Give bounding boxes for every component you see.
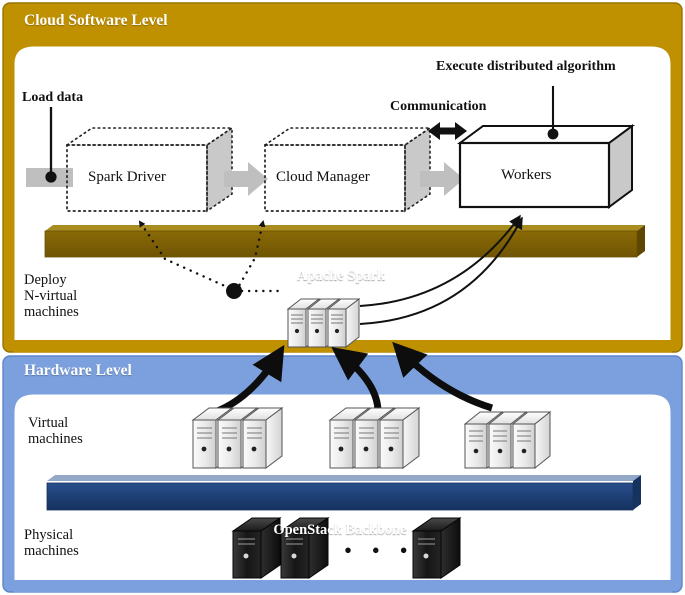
physical-machine [231,517,282,579]
openstack-bar [46,475,641,511]
spark-driver-label: Spark Driver [88,169,166,185]
deploy-n-virtual-machines-label: Deploy N-virtual machines [24,272,79,321]
workers-box [456,124,636,209]
virtual-machines-label: Virtual machines [28,415,83,448]
apache-spark-bar [44,225,645,258]
workers-label: Workers [501,167,552,183]
vm-cluster-1 [191,407,284,469]
physical-machines-ellipsis: • • • [344,538,415,563]
driver-to-manager-arrow [224,162,268,196]
vmgroup-to-workers-arrows [359,214,523,325]
hardware-level-title: Hardware Level [24,362,132,379]
communication-label: Communication [390,99,487,114]
manager-to-workers-arrow [420,162,464,196]
cloud-level-frame [2,2,683,353]
deploy-dotted-arrows [138,220,266,293]
hardware-level-frame [2,355,683,593]
load-data-leader [26,107,73,187]
vm-cluster-3 [463,410,552,470]
cloud-vm-group [286,297,361,349]
communication-double-arrow [428,122,467,140]
deploy-junction-dot [226,283,242,299]
physical-machine [411,517,462,579]
physical-machines-label: Physical machines [24,527,79,560]
physical-machines-row [231,517,462,579]
cloud-manager-label: Cloud Manager [276,169,370,185]
openstack-bar-label: OpenStack Backbone [273,521,407,538]
execute-distributed-algorithm-label: Execute distributed algorithm [436,59,616,74]
apache-spark-bar-label: Apache Spark [296,267,386,284]
physical-machine [279,517,330,579]
vm-cluster-2 [328,407,421,469]
cloud-manager-box [262,126,433,213]
execute-leader-line [547,86,559,140]
spark-driver-box [64,126,235,213]
cloud-level-title: Cloud Software Level [24,12,168,29]
load-data-label: Load data [22,90,84,105]
